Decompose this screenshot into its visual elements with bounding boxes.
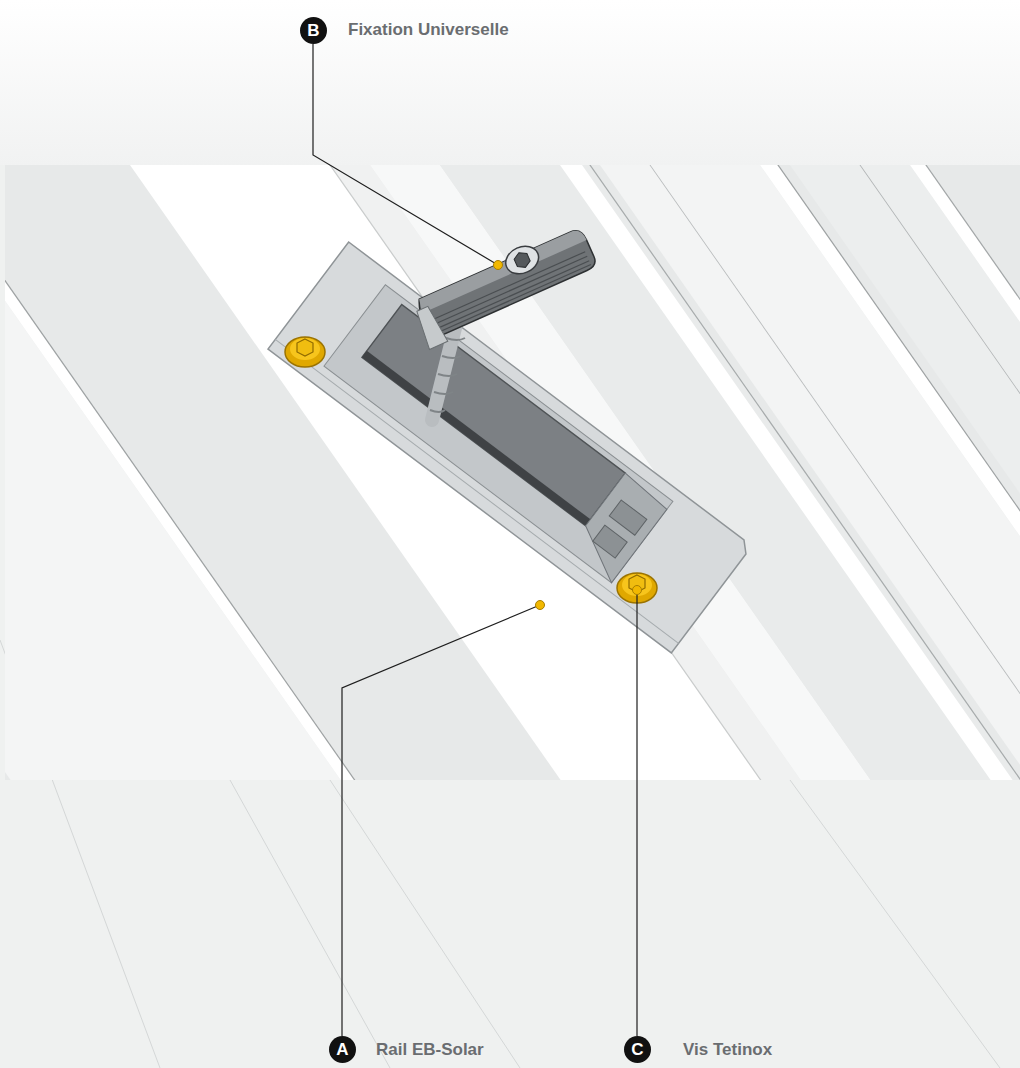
part-name: Rail EB-Solar [376, 1039, 484, 1061]
top-background [0, 0, 1020, 165]
corrugated-roof [5, 165, 1020, 780]
callout-letter: C [624, 1036, 651, 1063]
leader-dot [494, 261, 642, 610]
leader-line [313, 44, 637, 1036]
callout-letter: A [329, 1036, 356, 1063]
part-name: Vis Tetinox [683, 1039, 772, 1061]
callout-letter: B [300, 17, 327, 44]
part-name: Fixation Universelle [348, 19, 509, 41]
universal-clamp [406, 221, 601, 350]
bottom-background [0, 780, 1020, 1068]
tetinox-screw [285, 337, 325, 367]
